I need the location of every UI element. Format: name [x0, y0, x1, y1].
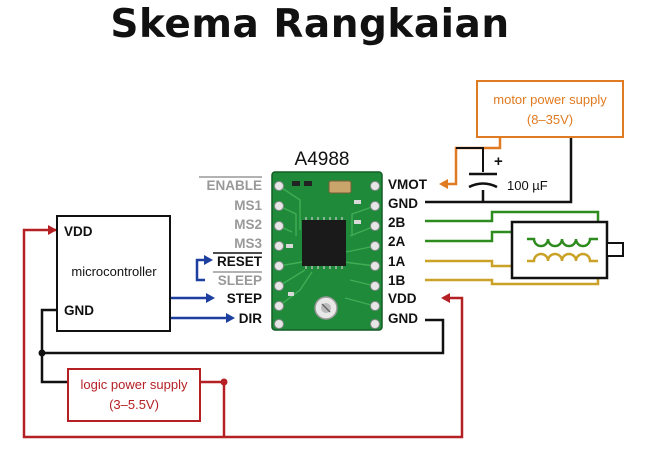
pin-dir: DIR	[239, 311, 263, 326]
logic-supply-wires	[22, 228, 464, 439]
step-arrow	[206, 293, 215, 303]
logic-supply-range: (3–5.5V)	[109, 397, 159, 412]
pin-gnd-motor: GND	[388, 196, 418, 211]
vdd-arrow	[48, 225, 57, 235]
ground-junction	[38, 349, 46, 357]
diagram-title: Skema Rangkaian	[110, 2, 510, 47]
driver-vdd-arrow	[441, 293, 450, 303]
pin-sleep: SLEEP	[218, 273, 262, 288]
pin-step: STEP	[227, 291, 262, 306]
logic-power-supply: logic power supply (3–5.5V)	[67, 368, 201, 422]
pin-ms1: MS1	[234, 198, 262, 213]
pin-vdd: VDD	[388, 291, 417, 306]
ground-wires	[40, 138, 573, 384]
motor-supply-range: (8–35V)	[527, 112, 573, 127]
dir-arrow	[226, 313, 235, 323]
pin-ms3: MS3	[234, 236, 262, 251]
capacitor-value: 100 µF	[507, 178, 548, 193]
mcu-vdd-label: VDD	[64, 224, 93, 239]
reset-arrow	[204, 255, 213, 265]
signal-wires	[170, 258, 227, 320]
pin-gnd-logic: GND	[388, 311, 418, 326]
microcontroller: VDD microcontroller GND	[56, 215, 171, 332]
left-pin-labels: ENABLE MS1 MS2 MS3 RESET SLEEP STEP DIR	[199, 176, 263, 326]
pin-2b: 2B	[388, 215, 406, 230]
stepper-motor	[510, 220, 624, 280]
driver-name: A4988	[295, 149, 350, 170]
mcu-label: microcontroller	[71, 264, 157, 279]
cap-top-lead	[456, 147, 484, 172]
pin-vmot: VMOT	[388, 177, 428, 192]
coil-b	[527, 252, 598, 263]
pin-1a: 1A	[388, 254, 406, 269]
mcu-gnd-label: GND	[64, 303, 94, 318]
pin-1b: 1B	[388, 273, 406, 288]
capacitor-polarity: +	[494, 153, 503, 170]
a4988-board: A4988	[271, 149, 383, 331]
right-pin-labels: VMOT GND 2B 2A 1A 1B VDD GND	[388, 177, 428, 326]
motor-supply-title: motor power supply	[493, 92, 607, 107]
motor-power-supply: motor power supply (8–35V)	[476, 80, 624, 138]
vmot-arrow	[439, 179, 448, 189]
pin-ms2: MS2	[234, 217, 262, 232]
pin-enable: ENABLE	[206, 178, 262, 193]
pin-reset: RESET	[217, 254, 263, 269]
capacitor: + 100 µF	[468, 153, 548, 193]
logic-supply-title: logic power supply	[81, 377, 188, 392]
motor-supply-wires	[441, 138, 502, 186]
coil-a	[527, 237, 598, 248]
pin-2a: 2A	[388, 234, 406, 249]
logic-junction	[220, 378, 228, 386]
